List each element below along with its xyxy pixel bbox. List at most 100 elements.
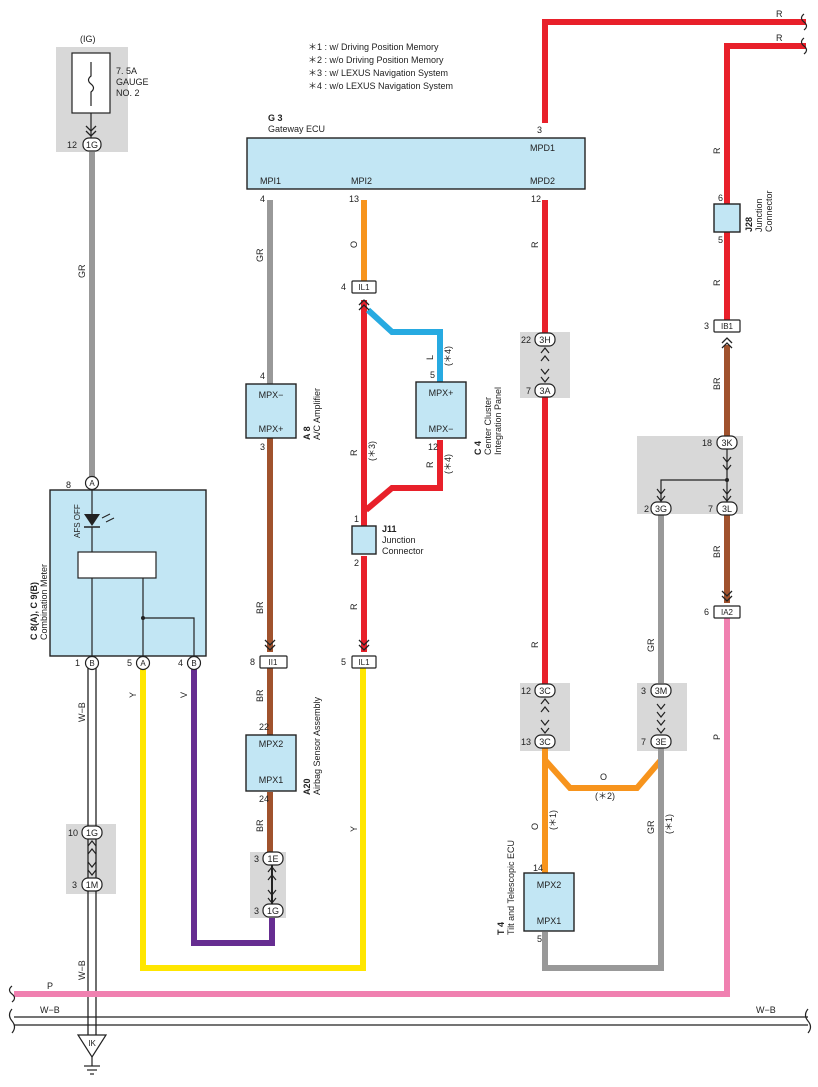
connector-ii1	[259, 655, 288, 669]
ac-mpx-minus: MPX−	[259, 390, 284, 400]
label-note-3: (＊3)	[367, 441, 377, 461]
connector-3a-label: 3A	[539, 386, 550, 396]
note-4: ＊4 : w/o LEXUS Navigation System	[308, 81, 453, 91]
connector-1g-ground-label: 1G	[86, 828, 98, 838]
connector-3e	[650, 734, 672, 749]
fuse-name-1: GAUGE	[116, 77, 149, 87]
meter-pin-4: 4	[178, 658, 183, 668]
gateway-mpi2: MPI2	[351, 176, 372, 186]
connector-3l	[716, 501, 738, 516]
cluster-name-2: Integration Panel	[493, 387, 503, 455]
gateway-mpi1: MPI1	[260, 176, 281, 186]
fuse-rating: 7. 5A	[116, 66, 137, 76]
meter-connector-a5	[135, 655, 151, 671]
connector-ii1-label: II1	[269, 658, 278, 667]
gateway-name: Gateway ECU	[268, 124, 325, 134]
label-l-1: L	[425, 355, 435, 360]
pin-1g-3: 3	[254, 906, 259, 916]
meter-connector-a-top	[84, 475, 100, 491]
tilt-name: Tilt and Telescopic ECU	[506, 840, 516, 935]
meter-connector-b4-label: B	[191, 659, 196, 668]
ac-amplifier-box	[245, 383, 297, 439]
airbag-name: Airbag Sensor Assembly	[312, 696, 322, 795]
label-wb-2: W−B	[77, 960, 87, 980]
tilt-telescopic-ecu-box	[523, 872, 575, 932]
pin-1m-3: 3	[72, 880, 77, 890]
meter-pin-1: 1	[75, 658, 80, 668]
airbag-mpx2: MPX2	[259, 739, 284, 749]
label-r-3: R	[425, 461, 435, 468]
gateway-pin-13: 13	[349, 194, 359, 204]
ac-code: A 8	[302, 426, 312, 440]
j11-box	[351, 525, 377, 555]
label-br-5: BR	[712, 545, 722, 558]
tilt-pin-5: 5	[537, 934, 542, 944]
ac-pin-4: 4	[260, 371, 265, 381]
connector-3k-label: 3K	[721, 438, 732, 448]
pin-3l-7: 7	[708, 504, 713, 514]
label-r-top-2: R	[776, 33, 783, 43]
connector-3k	[716, 435, 738, 450]
connector-3h	[534, 332, 556, 347]
note-3: ＊3 : w/ LEXUS Navigation System	[308, 68, 448, 78]
airbag-pin-24: 24	[259, 794, 269, 804]
tilt-mpx2: MPX2	[537, 880, 562, 890]
j28-box	[713, 203, 741, 233]
airbag-mpx1: MPX1	[259, 775, 284, 785]
j11-name-1: Junction	[382, 535, 416, 545]
label-br-2: BR	[255, 689, 265, 702]
label-gr-1: GR	[77, 264, 87, 278]
connector-3c-bottom	[534, 734, 556, 749]
power-source-label: (IG)	[80, 34, 96, 44]
meter-circuit-block	[77, 551, 157, 579]
tilt-mpx1: MPX1	[537, 916, 562, 926]
label-wb-4: W−B	[756, 1005, 776, 1015]
label-v-1: V	[179, 692, 189, 698]
fuse-name-2: NO. 2	[116, 88, 140, 98]
airbag-sensor-box	[245, 734, 297, 792]
connector-il1-top	[351, 280, 377, 294]
ib1-pin-3: 3	[704, 321, 709, 331]
label-note-4a: (＊4)	[443, 346, 453, 366]
label-y-2: Y	[349, 826, 359, 832]
j11-code: J11	[382, 524, 397, 534]
il1-pin-5: 5	[341, 657, 346, 667]
connector-il1-bottom	[351, 655, 377, 669]
gateway-mpd1: MPD1	[530, 143, 555, 153]
meter-connector-a5-label: A	[140, 659, 146, 668]
connector-3h-label: 3H	[539, 335, 551, 345]
gateway-code: G 3	[268, 113, 283, 123]
pin-1g-10: 10	[68, 828, 78, 838]
light-rays-icon	[101, 513, 115, 523]
label-wb-1: W−B	[77, 702, 87, 722]
connector-3g	[650, 501, 672, 516]
meter-connector-b4	[186, 655, 202, 671]
ac-mpx-plus: MPX+	[259, 424, 284, 434]
meter-connector-a-top-label: A	[89, 479, 95, 488]
label-br-1: BR	[255, 601, 265, 614]
label-gr-4: GR	[646, 820, 656, 834]
j11-name-2: Connector	[382, 546, 424, 556]
meter-connector-b1	[84, 655, 100, 671]
label-note-4b: (＊4)	[443, 454, 453, 474]
connector-il1-top-label: IL1	[358, 283, 370, 292]
label-wb-3: W−B	[40, 1005, 60, 1015]
ac-name: A/C Amplifier	[312, 388, 322, 440]
label-r-4: R	[530, 241, 540, 248]
connector-3m	[650, 683, 672, 698]
connector-1g-top-label: 1G	[86, 140, 98, 150]
label-note-1a: (＊1)	[548, 810, 558, 830]
label-o-2: O	[530, 823, 540, 830]
connector-3g-label: 3G	[655, 504, 667, 514]
gateway-ecu-box	[246, 137, 586, 190]
cluster-name-1: Center Cluster	[483, 397, 493, 455]
cluster-mpx-plus: MPX+	[429, 388, 454, 398]
il1-pin-4: 4	[341, 282, 346, 292]
label-r-6: R	[712, 147, 722, 154]
afs-off-label: AFS OFF	[73, 504, 82, 538]
ground-ik-label: IK	[88, 1039, 96, 1048]
pin-3m-3: 3	[641, 686, 646, 696]
connector-3a	[534, 383, 556, 398]
connector-1e-label: 1E	[267, 854, 278, 864]
